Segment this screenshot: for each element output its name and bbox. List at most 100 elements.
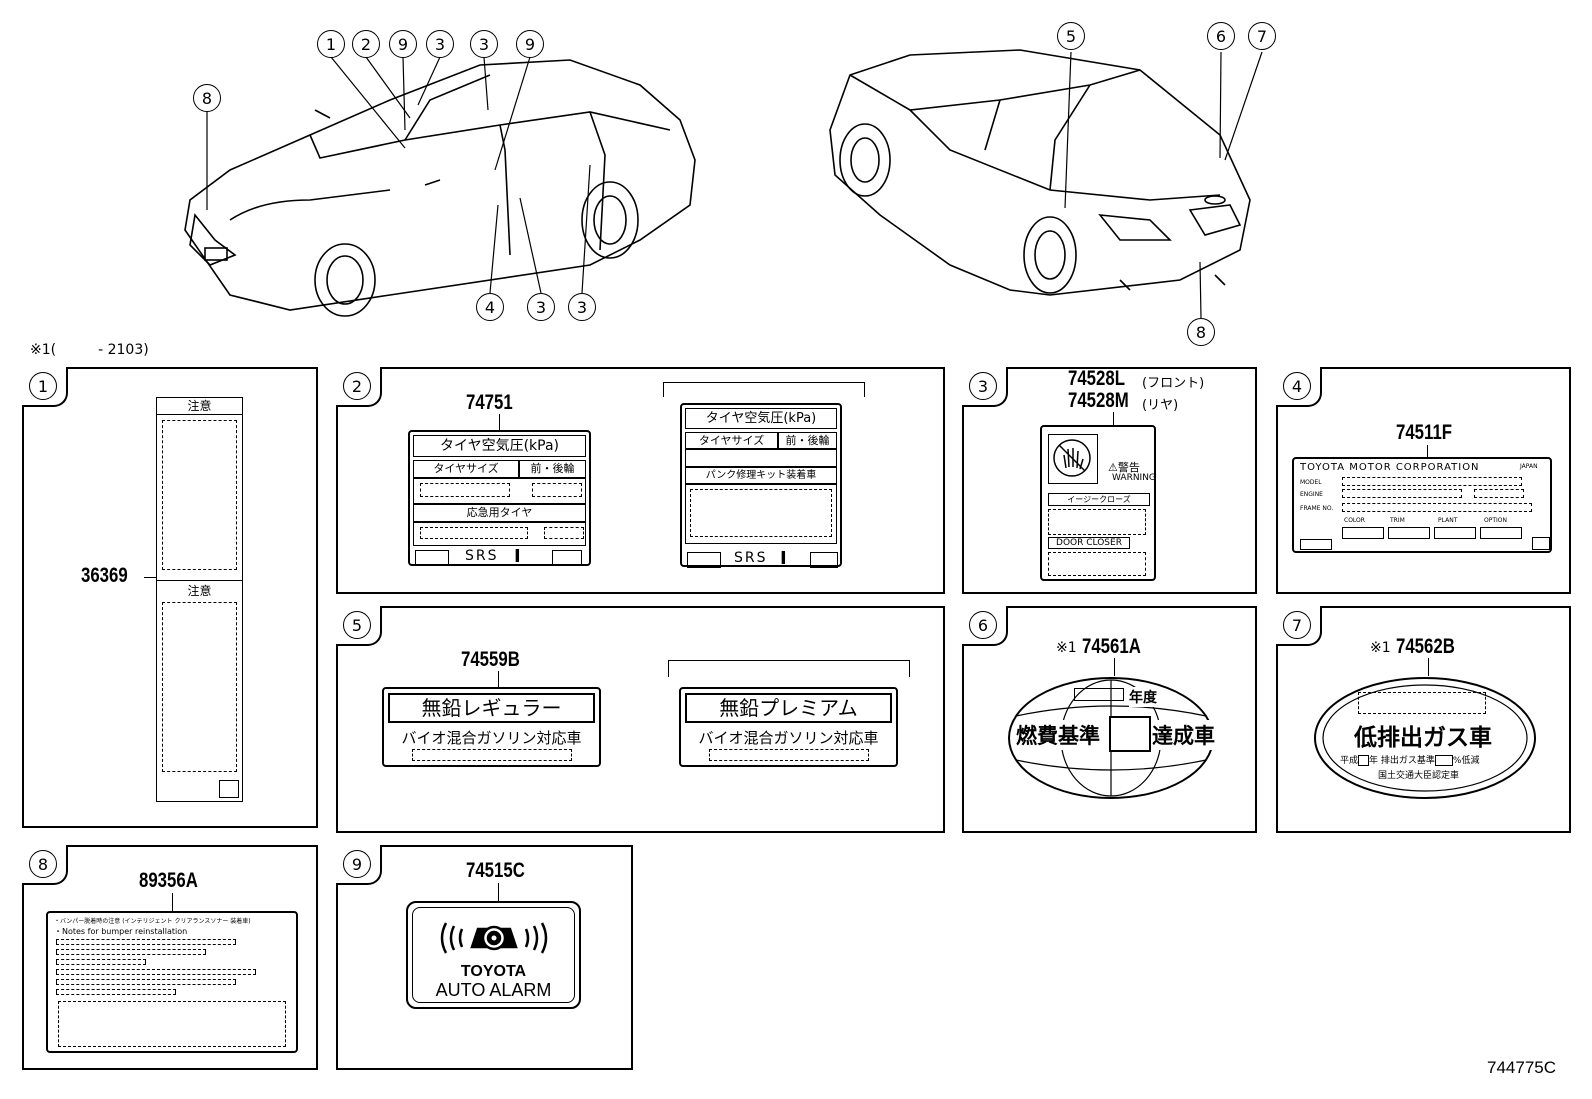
model-label: MODEL: [1300, 479, 1322, 486]
caution-label: 注意 注意: [156, 397, 243, 802]
year-text: 年: [1369, 756, 1379, 766]
achieved-text: 達成車: [1152, 720, 1215, 750]
alarm-text: AUTO ALARM: [435, 980, 552, 1000]
part-number: 89356A: [139, 869, 198, 892]
rear-note: (リヤ): [1142, 398, 1179, 413]
part-number: 74561A: [1082, 635, 1141, 658]
panel-7: 7 ※1 74562B 低排出ガス車 平成年 排出ガス基準 %低減 国土交通大臣認…: [1276, 606, 1571, 833]
part-number-rear: 74528M: [1068, 389, 1129, 412]
part-number-front: 74528L: [1068, 367, 1125, 390]
note-mark: ※1: [1370, 640, 1391, 656]
tire-pressure-label: タイヤ空気圧(kPa) タイヤサイズ 前・後輪 応急用タイヤ SRS I: [408, 430, 591, 566]
corp-name: TOYOTA MOTOR CORPORATION: [1300, 462, 1480, 473]
heisei-text: 平成: [1340, 756, 1359, 766]
callout-leaders: [206, 51, 1263, 319]
callout-9: 9: [516, 30, 544, 58]
low-emission-text: 低排出ガス車: [1354, 725, 1492, 751]
spare-header: 応急用タイヤ: [413, 504, 586, 522]
srs-text: SRS: [734, 550, 768, 566]
label-title: タイヤ空気圧(kPa): [413, 435, 586, 457]
rear-car-illustration: [829, 49, 1251, 296]
label-title: タイヤ空気圧(kPa): [685, 408, 837, 429]
callout-6: 6: [1207, 22, 1235, 50]
repair-kit-header: パンク修理キット装着車: [685, 467, 837, 484]
bio-text: バイオ混合ガソリン対応車: [401, 729, 582, 747]
vin-plate: TOYOTA MOTOR CORPORATION JAPAN MODEL ENG…: [1292, 457, 1552, 553]
panel-number: 2: [343, 372, 371, 400]
panel-number: 5: [343, 611, 371, 639]
caution-heading: 注意: [157, 398, 242, 415]
premium-text: 無鉛プレミアム: [685, 693, 892, 723]
hand-icon: [1048, 434, 1098, 484]
front-car-illustration: [184, 59, 696, 317]
notes-line-jp: ・バンパー脱着時の注意 (インテリジェント クリアランスソナー 装着車): [54, 918, 251, 925]
engine-label: ENGINE: [1300, 491, 1323, 498]
front-rear-header: 前・後輪: [519, 460, 586, 478]
callout-4: 4: [476, 293, 504, 321]
fuel-standard-text: 燃費基準: [1016, 720, 1100, 750]
panel-6: 6 ※1 74561A 年度 燃費基準 達成車: [962, 606, 1257, 833]
part-number: 74751: [466, 391, 513, 414]
low-emission-sticker: [1314, 677, 1536, 799]
callout-8: 8: [193, 84, 221, 112]
panel-5: 5 74559B 無鉛レギュラー バイオ混合ガソリン対応車 無鉛プレミアム バイ…: [336, 606, 945, 833]
color-label: COLOR: [1344, 517, 1365, 524]
srs-text: SRS: [465, 548, 499, 564]
callout-8: 8: [1187, 318, 1215, 346]
callout-3: 3: [470, 30, 498, 58]
fuel-premium-label: 無鉛プレミアム バイオ混合ガソリン対応車: [679, 687, 898, 767]
panel-number: 6: [969, 611, 997, 639]
caution-heading-2: 注意: [187, 584, 212, 598]
tire-pressure-label-repair-kit: タイヤ空気圧(kPa) タイヤサイズ 前・後輪 パンク修理キット装着車 SRS …: [680, 403, 842, 568]
emission-standard-text: 排出ガス基準: [1380, 756, 1435, 766]
fuel-regular-label: 無鉛レギュラー バイオ混合ガソリン対応車: [382, 687, 601, 767]
callout-7: 7: [1248, 22, 1276, 50]
trim-label: TRIM: [1390, 517, 1405, 524]
front-note: (フロント): [1142, 376, 1205, 391]
door-closer-label: ⚠警告 WARNING イージークローズ DOOR CLOSER: [1040, 425, 1156, 581]
plant-label: PLANT: [1438, 517, 1458, 524]
notes-line-en: ・Notes for bumper reinstallation: [54, 927, 188, 936]
part-number: 74511F: [1396, 421, 1453, 444]
frame-label: FRAME NO.: [1300, 505, 1334, 512]
auto-alarm-label: TOYOTA AUTO ALARM: [406, 901, 581, 1009]
emission-line-1: 平成年 排出ガス基準 %低減: [1340, 753, 1479, 766]
part-number: 36369: [81, 564, 128, 587]
panel-number: 7: [1283, 611, 1311, 639]
callout-1: 1: [317, 30, 345, 58]
panel-3: 3 74528L (フロント) 74528M (リヤ) ⚠警告 WARNING …: [962, 367, 1257, 594]
bumper-notes-label: ・バンパー脱着時の注意 (インテリジェント クリアランスソナー 装着車) ・No…: [46, 911, 298, 1053]
panel-number: 9: [343, 850, 371, 878]
callout-2: 2: [352, 30, 380, 58]
callout-3: 3: [568, 293, 596, 321]
panel-number: 8: [29, 850, 57, 878]
brand-text: TOYOTA: [460, 963, 527, 980]
panel-8: 8 89356A ・バンパー脱着時の注意 (インテリジェント クリアランスソナー…: [22, 845, 318, 1070]
part-number: 74562B: [1396, 635, 1455, 658]
front-rear-header: 前・後輪: [778, 432, 837, 449]
regular-text: 無鉛レギュラー: [388, 693, 595, 723]
panel-2: 2 74751 タイヤ空気圧(kPa) タイヤサイズ 前・後輪 応急用タイヤ S…: [336, 367, 945, 594]
japan-text: JAPAN: [1520, 463, 1538, 470]
panel-9: 9 74515C TOYOTA AUTO ALARM: [336, 845, 633, 1070]
callout-9: 9: [389, 30, 417, 58]
part-number: 74559B: [461, 648, 520, 671]
part-number: 74515C: [466, 859, 525, 882]
panel-number: 3: [969, 372, 997, 400]
callout-3: 3: [426, 30, 454, 58]
tire-size-header: タイヤサイズ: [685, 432, 779, 449]
easy-close-text: イージークローズ: [1048, 493, 1150, 506]
callout-5: 5: [1057, 22, 1085, 50]
panel-1: 1 36369 注意 注意: [22, 367, 318, 828]
tire-size-header: タイヤサイズ: [413, 460, 519, 478]
panel-number: 4: [1283, 372, 1311, 400]
alarm-icon: [440, 922, 548, 954]
reduction-text: %低減: [1452, 756, 1480, 766]
panel-4: 4 74511F TOYOTA MOTOR CORPORATION JAPAN …: [1276, 367, 1571, 594]
door-closer-text: DOOR CLOSER: [1048, 537, 1130, 549]
callout-3: 3: [527, 293, 555, 321]
emission-line-2: 国土交通大臣認定車: [1378, 771, 1460, 781]
note-mark: ※1: [1056, 640, 1077, 656]
bio-text: バイオ混合ガソリン対応車: [698, 729, 879, 747]
footnote: ※1( - 2103): [30, 342, 149, 358]
